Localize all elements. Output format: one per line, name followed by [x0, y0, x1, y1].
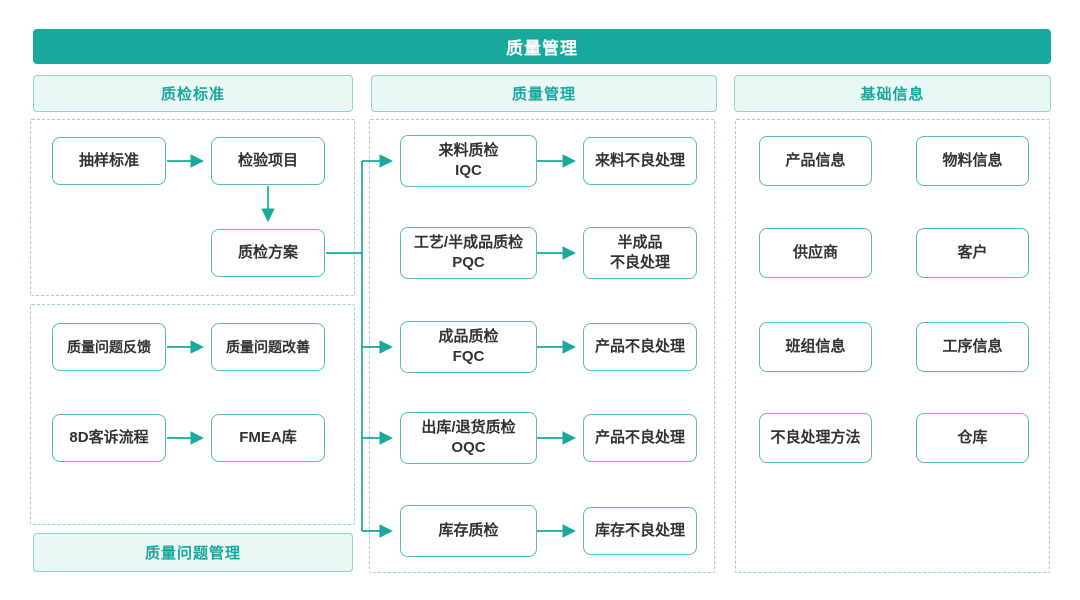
- node-label: 来料质检: [438, 141, 499, 159]
- node-label: 不良处理方法: [770, 428, 861, 446]
- node-oqc-defect-handling: 产品不良处理: [583, 414, 697, 462]
- node-label: 抽样标准: [78, 151, 139, 169]
- node-sampling-standard: 抽样标准: [52, 137, 166, 185]
- node-qc-plan: 质检方案: [211, 229, 325, 277]
- node-label: 库存质检: [438, 521, 499, 539]
- node-pqc: 工艺/半成品质检 PQC: [400, 227, 537, 279]
- node-material-info: 物料信息: [916, 136, 1029, 186]
- node-label: 仓库: [957, 428, 988, 446]
- node-label: 工艺/半成品质检: [413, 233, 524, 251]
- node-label: 物料信息: [942, 151, 1003, 169]
- node-sublabel: FQC: [452, 348, 485, 365]
- node-quality-issue-improvement: 质量问题改善: [211, 323, 325, 371]
- node-fmea-library: FMEA库: [211, 414, 325, 462]
- node-sublabel: 不良处理: [609, 254, 670, 271]
- node-supplier: 供应商: [759, 228, 872, 278]
- node-customer: 客户: [916, 228, 1029, 278]
- node-inspection-items: 检验项目: [211, 137, 325, 185]
- node-label: 班组信息: [785, 337, 846, 355]
- node-label: 成品质检: [438, 327, 499, 345]
- node-quality-issue-feedback: 质量问题反馈: [52, 323, 166, 371]
- node-fqc-defect-handling: 产品不良处理: [583, 323, 697, 371]
- node-fqc: 成品质检 FQC: [400, 321, 537, 373]
- group-quality-management: [369, 119, 715, 573]
- node-label: 库存不良处理: [594, 521, 685, 539]
- node-team-info: 班组信息: [759, 322, 872, 372]
- node-stock-inspection: 库存质检: [400, 505, 537, 557]
- group-quality-issues: [30, 304, 355, 525]
- node-8d-complaint-process: 8D客诉流程: [52, 414, 166, 462]
- node-label: 来料不良处理: [594, 151, 685, 169]
- node-label: 半成品: [617, 233, 663, 251]
- group-basic-info: [735, 119, 1050, 573]
- node-label: 供应商: [792, 243, 838, 261]
- node-sublabel: IQC: [455, 162, 482, 179]
- header-inspection-standards: 质检标准: [33, 75, 353, 112]
- node-label: 质量问题反馈: [67, 338, 151, 355]
- node-warehouse: 仓库: [916, 413, 1029, 463]
- node-label: 产品信息: [785, 151, 846, 169]
- group-inspection-standards: [30, 119, 355, 296]
- node-label: 8D客诉流程: [69, 428, 149, 446]
- node-stock-defect-handling: 库存不良处理: [583, 507, 697, 555]
- node-label: 工序信息: [942, 337, 1003, 355]
- banner-title: 质量管理: [33, 29, 1051, 64]
- node-process-info: 工序信息: [916, 322, 1029, 372]
- node-sublabel: PQC: [452, 254, 485, 271]
- node-label: 客户: [957, 243, 988, 261]
- node-defect-handling-method: 不良处理方法: [759, 413, 872, 463]
- node-sublabel: OQC: [451, 439, 486, 456]
- node-label: 检验项目: [237, 151, 298, 169]
- node-iqc-defect-handling: 来料不良处理: [583, 137, 697, 185]
- node-label: 产品不良处理: [594, 428, 685, 446]
- node-label: 出库/退货质检: [421, 418, 516, 436]
- node-label: 质量问题改善: [226, 338, 310, 355]
- node-iqc: 来料质检 IQC: [400, 135, 537, 187]
- node-label: 产品不良处理: [594, 337, 685, 355]
- header-quality-management: 质量管理: [371, 75, 717, 112]
- header-quality-issue-management: 质量问题管理: [33, 533, 353, 572]
- node-product-info: 产品信息: [759, 136, 872, 186]
- node-label: FMEA库: [239, 428, 297, 446]
- header-basic-info: 基础信息: [734, 75, 1051, 112]
- node-label: 质检方案: [237, 243, 298, 261]
- node-oqc: 出库/退货质检 OQC: [400, 412, 537, 464]
- node-pqc-defect-handling: 半成品 不良处理: [583, 227, 697, 279]
